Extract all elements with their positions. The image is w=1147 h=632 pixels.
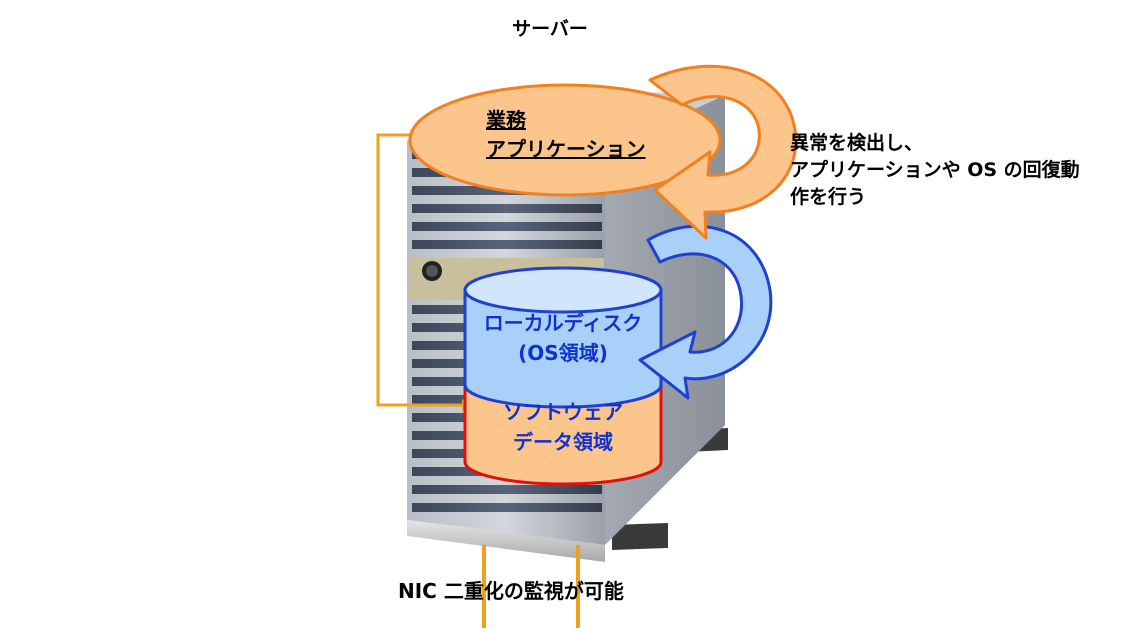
vent-slot (412, 204, 602, 213)
recovery-note-line-2: アプリケーションや OS の回復動 (790, 159, 1080, 181)
local-disk-line-2: (OS領域) (518, 341, 608, 365)
local-disk-label: ローカルディスク (OS領域) (468, 308, 658, 368)
power-button-icon (422, 261, 442, 281)
vent-slot (412, 503, 602, 512)
server-base (407, 520, 605, 562)
business-app-label: 業務 アプリケーション (486, 106, 646, 164)
software-data-line-2: データ領域 (513, 430, 613, 454)
software-data-line-1: ソフトウェア (503, 400, 623, 424)
app-label-line-1: 業務 (486, 108, 526, 132)
recovery-note-line-1: 異常を検出し、 (790, 132, 924, 154)
software-data-label: ソフトウェア データ領域 (468, 397, 658, 457)
disk-cylinder-icon (463, 266, 663, 486)
blue-cycle-arrow-icon (638, 224, 773, 400)
app-ellipse (408, 83, 722, 197)
nic-monitoring-label: NIC 二重化の監視が可能 (398, 579, 624, 603)
recovery-note-line-3: 作を行う (790, 186, 867, 208)
orange-cycle-arrow-icon (648, 64, 798, 240)
recovery-note: 異常を検出し、 アプリケーションや OS の回復動 作を行う (790, 130, 1080, 211)
vent-slot (412, 485, 602, 494)
app-label-line-2: アプリケーション (486, 137, 646, 161)
diagram-title: サーバー (512, 18, 588, 40)
local-disk-line-1: ローカルディスク (483, 311, 643, 335)
vent-slot (412, 222, 602, 231)
vent-slot (412, 240, 602, 249)
